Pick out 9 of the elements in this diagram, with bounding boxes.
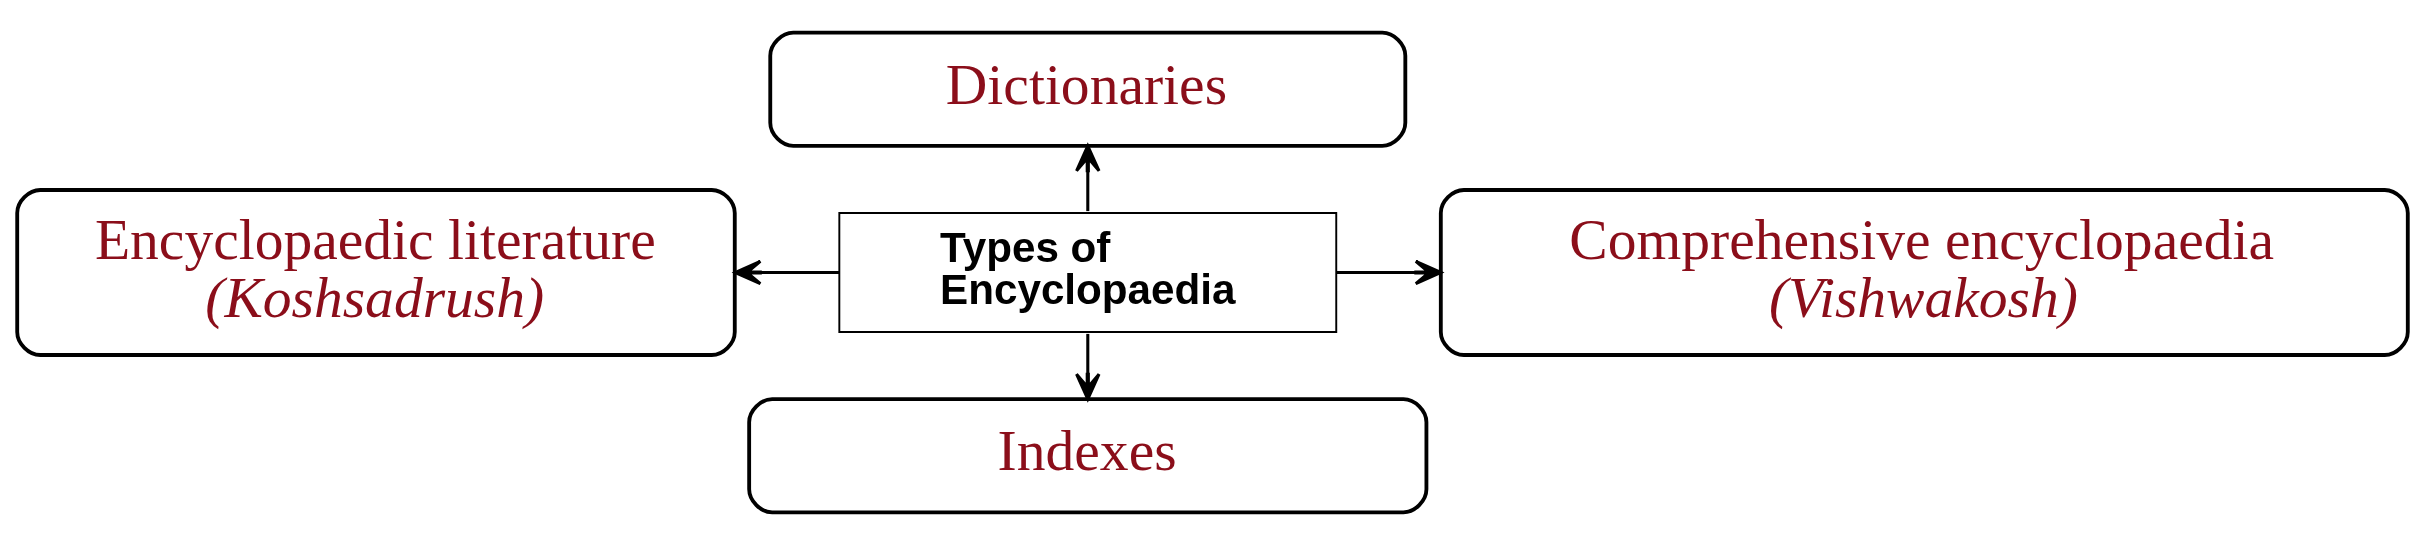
arrow — [1075, 333, 1101, 401]
arrow — [1336, 259, 1443, 286]
node-box: Comprehensive encyclopaedia (Vishwakosh) — [1438, 188, 2410, 357]
arrow — [733, 259, 840, 286]
node-box: Indexes — [747, 397, 1429, 515]
node-box: Encyclopaedic literature (Koshsadrush) — [15, 188, 737, 357]
arrow — [1075, 144, 1101, 212]
node-box: Dictionaries — [768, 30, 1408, 148]
node-box: Types of Encyclopaedia — [838, 212, 1338, 333]
